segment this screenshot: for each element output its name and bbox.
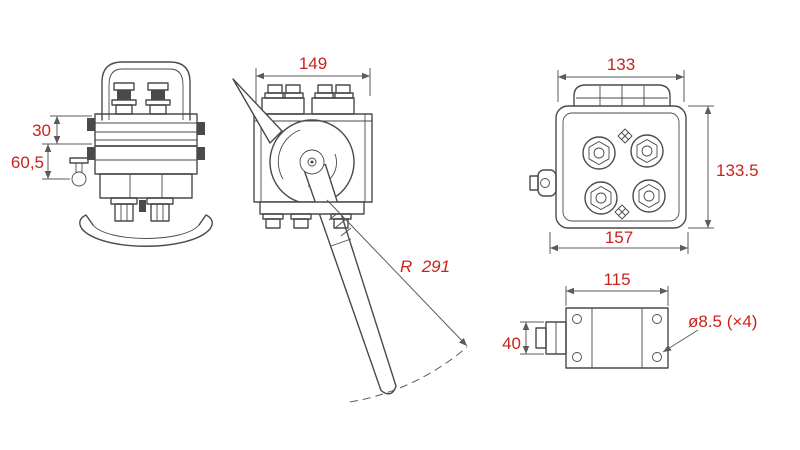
top-view: 133 bbox=[529, 55, 759, 254]
side-dimensions: 30 60,5 bbox=[11, 115, 92, 180]
mounting-plate bbox=[565, 307, 669, 369]
dim-side-pin-offset: 60,5 bbox=[11, 153, 44, 172]
mounting-hole bbox=[652, 314, 662, 324]
base-dim-tab-height: 40 bbox=[502, 321, 544, 355]
dim-top-overall-width: 157 bbox=[605, 228, 633, 247]
folded-handle bbox=[573, 84, 671, 107]
lever-swing: R 291 bbox=[326, 199, 468, 403]
body-top-outline bbox=[555, 105, 687, 229]
base-dim-spacing: 115 bbox=[565, 270, 669, 306]
base-dim-hole-note: ø8.5 (×4) bbox=[662, 312, 757, 353]
mounting-hole bbox=[572, 314, 582, 324]
release-pin bbox=[69, 157, 89, 187]
dim-base-hole-spacing: 115 bbox=[603, 270, 630, 289]
front-dim-width: 149 bbox=[255, 54, 371, 112]
top-dim-width: 133 bbox=[557, 55, 685, 102]
top-bail-inner bbox=[108, 68, 184, 120]
operating-lever bbox=[303, 163, 397, 395]
mounting-tab bbox=[535, 321, 567, 355]
top-bolt-stacks bbox=[261, 84, 355, 115]
dim-base-tab-height: 40 bbox=[502, 334, 521, 353]
top-bolts bbox=[111, 82, 171, 115]
cam-pawl bbox=[232, 78, 283, 144]
dim-side-top-offset: 30 bbox=[32, 121, 51, 140]
clamp-body bbox=[87, 113, 205, 199]
front-view: 149 bbox=[232, 54, 468, 403]
dim-lever-swing-radius: R 291 bbox=[400, 257, 450, 276]
side-view: 30 60,5 bbox=[11, 61, 213, 247]
top-dim-height: 133.5 bbox=[688, 105, 759, 229]
dim-top-width: 133 bbox=[607, 55, 635, 74]
lever-pivot bbox=[299, 149, 325, 175]
bottom-bolts bbox=[110, 197, 174, 222]
hex-nuts bbox=[582, 134, 666, 215]
dim-base-hole-note: ø8.5 (×4) bbox=[688, 312, 757, 331]
wire-saddle bbox=[79, 214, 213, 247]
top-bail bbox=[101, 61, 191, 121]
knurl-marks bbox=[614, 128, 633, 220]
bottom-flange bbox=[259, 201, 365, 229]
base-view: 115 40 ø8.5 (×4) bbox=[502, 270, 757, 369]
side-latch bbox=[529, 169, 557, 197]
mounting-hole bbox=[572, 352, 582, 362]
dim-top-height: 133.5 bbox=[716, 161, 759, 180]
dim-front-width: 149 bbox=[299, 54, 327, 73]
top-dim-overall-width: 157 bbox=[549, 228, 689, 254]
mounting-hole bbox=[652, 352, 662, 362]
